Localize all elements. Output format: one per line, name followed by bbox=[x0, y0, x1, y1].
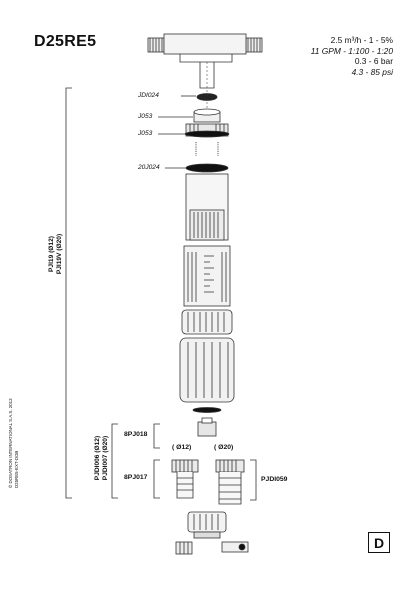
label-8pj018: 8PJ018 bbox=[124, 431, 148, 438]
copyright-line2: D25RE5-EXT-DOB bbox=[13, 450, 19, 488]
label-pjdi-line1: PJDI006 (Ø12) bbox=[94, 435, 101, 481]
o-ring bbox=[192, 407, 222, 413]
label-pjdi-line2: PJDI007 (Ø20) bbox=[102, 435, 109, 481]
label-pji19: PJI19 (Ø12) PJI19V (Ø20) bbox=[48, 224, 66, 284]
bracket-pji19 bbox=[65, 87, 72, 499]
pump-body bbox=[147, 33, 263, 89]
page-letter-box: D bbox=[368, 532, 390, 553]
bracket-pjdi059 bbox=[250, 459, 257, 501]
hose-barb-12 bbox=[171, 459, 199, 499]
part-j053-lower bbox=[184, 123, 230, 138]
label-pji19-line2: PJI19V (Ø20) bbox=[56, 233, 63, 275]
suction-tube-upper bbox=[185, 173, 229, 241]
model-title: D25RE5 bbox=[34, 33, 97, 50]
label-j053-b: J053 bbox=[138, 130, 153, 137]
label-dia-12: ( Ø12) bbox=[172, 444, 192, 451]
bracket-8pj017 bbox=[153, 459, 160, 499]
ring-nut bbox=[181, 309, 233, 335]
label-20j024: 20J024 bbox=[138, 164, 160, 171]
hose-barb-20 bbox=[215, 459, 245, 505]
label-pji19-line1: PJI19 (Ø12) bbox=[48, 236, 55, 272]
label-dia-20: ( Ø20) bbox=[214, 444, 234, 451]
specs-block: 2.5 m³/h - 1 - 5% 11 GPM - 1:100 - 1:20 … bbox=[311, 35, 393, 77]
label-j053-a: J053 bbox=[138, 113, 153, 120]
copyright: © DOSATRON INTERNATIONAL S.A.S. 2013 D25… bbox=[8, 378, 19, 488]
bracket-pjdi bbox=[111, 423, 118, 499]
part-20j024 bbox=[185, 163, 229, 173]
bottom-parts bbox=[175, 541, 249, 555]
part-j053-upper bbox=[193, 108, 221, 123]
spec-gpm: 11 GPM - 1:100 - 1:20 bbox=[310, 45, 393, 56]
label-jdi024: JDI024 bbox=[138, 92, 159, 99]
spec-bar: 0.3 - 6 bar bbox=[354, 56, 393, 67]
spec-psi: 4.3 - 85 psi bbox=[351, 66, 393, 77]
part-jdi024 bbox=[196, 93, 218, 101]
large-fitting bbox=[179, 337, 235, 403]
bracket-8pj018 bbox=[153, 423, 160, 449]
dosing-cylinder bbox=[183, 245, 231, 307]
part-8pj018 bbox=[197, 417, 217, 437]
label-pjdi: PJDI006 (Ø12) PJDI007 (Ø20) bbox=[94, 424, 112, 492]
strainer bbox=[187, 511, 227, 539]
label-pjdi059: PJDI059 bbox=[261, 476, 288, 483]
spec-flow: 2.5 m³/h - 1 - 5% bbox=[330, 35, 393, 45]
label-8pj017: 8PJ017 bbox=[124, 474, 148, 481]
